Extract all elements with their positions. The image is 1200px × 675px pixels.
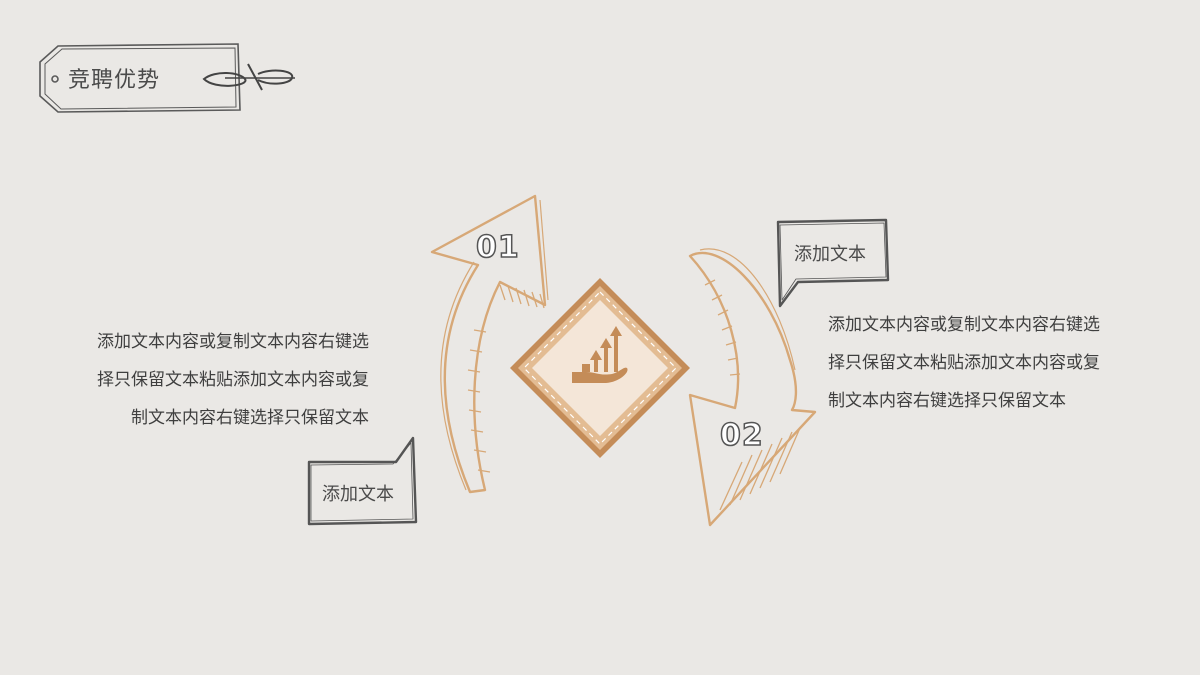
arrow-02-hatching: [704, 279, 801, 511]
speech-bubble-left-shape: [307, 436, 418, 526]
left-bubble-label: 添加文本: [322, 484, 394, 505]
page-title: 竞聘优势: [68, 68, 161, 93]
left-paragraph: 添加文本内容或复制文本内容右键选 择只保留文本粘贴添加文本内容或复 制文本内容右…: [97, 323, 369, 437]
arrow-01-hatching: [467, 284, 545, 473]
right-bubble-label: 添加文本: [794, 244, 866, 265]
right-paragraph: 添加文本内容或复制文本内容右键选 择只保留文本粘贴添加文本内容或复 制文本内容右…: [828, 306, 1100, 420]
left-paragraph-line: 制文本内容右键选择只保留文本: [131, 408, 369, 428]
title-tag-shape: [39, 43, 241, 113]
arrow-01-shape: [430, 194, 549, 494]
arrow-02-badge: 02: [719, 417, 764, 454]
left-paragraph-line: 择只保留文本粘贴添加文本内容或复: [97, 370, 369, 390]
arrow-02-shape: [688, 248, 817, 527]
speech-bubble-right-shape: [776, 218, 890, 308]
center-diamond: [510, 278, 690, 458]
left-paragraph-line: 添加文本内容或复制文本内容右键选: [97, 332, 369, 352]
right-paragraph-line: 添加文本内容或复制文本内容右键选: [828, 315, 1100, 335]
right-paragraph-line: 制文本内容右键选择只保留文本: [828, 391, 1066, 411]
growth-hand-icon: [572, 326, 628, 383]
needle-thread-icon: [202, 63, 295, 91]
right-paragraph-line: 择只保留文本粘贴添加文本内容或复: [828, 353, 1100, 373]
arrow-01-badge: 01: [475, 229, 520, 266]
